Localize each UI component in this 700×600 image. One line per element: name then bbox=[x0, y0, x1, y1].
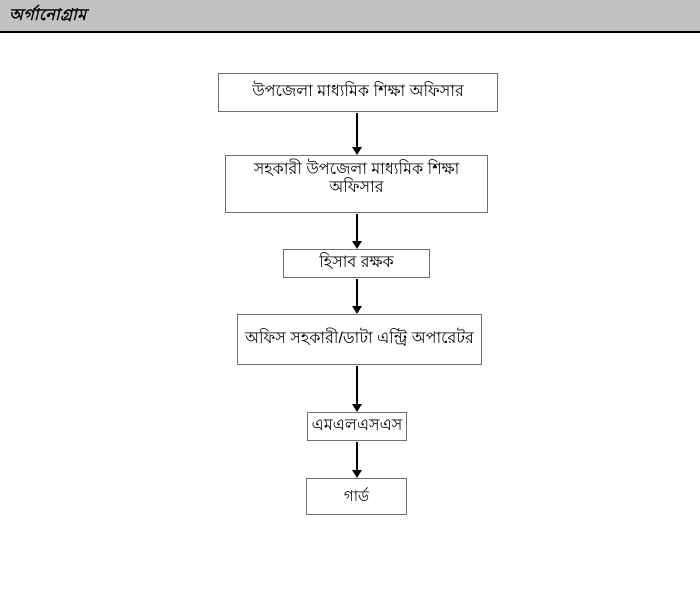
org-node-assistant-upazila-secondary-education-officer: সহকারী উপজেলা মাধ্যমিক শিক্ষা অফিসার bbox=[225, 155, 488, 213]
arrow-line bbox=[356, 214, 358, 241]
page-title: অর্গানোগ্রাম bbox=[9, 7, 87, 24]
org-node-label: সহকারী উপজেলা মাধ্যমিক শিক্ষা অফিসার bbox=[253, 160, 460, 196]
org-node-label: এমএলএসএস bbox=[311, 417, 403, 435]
org-node-office-assistant-data-entry-operator: অফিস সহকারী/ডাটা এন্ট্রি অপারেটর bbox=[237, 314, 482, 365]
arrow-line bbox=[356, 366, 358, 404]
org-node-mlss: এমএলএসএস bbox=[307, 412, 407, 441]
org-node-label: গার্ড bbox=[343, 487, 370, 505]
arrow-head-icon bbox=[352, 404, 362, 412]
down-arrow bbox=[352, 113, 362, 155]
arrow-line bbox=[356, 113, 358, 147]
arrow-head-icon bbox=[352, 306, 362, 314]
down-arrow bbox=[352, 366, 362, 412]
arrow-head-icon bbox=[352, 470, 362, 478]
org-node-label: অফিস সহকারী/ডাটা এন্ট্রি অপারেটর bbox=[245, 330, 474, 348]
header-bar: অর্গানোগ্রাম bbox=[0, 0, 700, 33]
org-node-label: উপজেলা মাধ্যমিক শিক্ষা অফিসার bbox=[252, 83, 464, 101]
arrow-line bbox=[356, 442, 358, 470]
arrow-head-icon bbox=[352, 241, 362, 249]
down-arrow bbox=[352, 214, 362, 249]
arrow-line bbox=[356, 279, 358, 306]
down-arrow bbox=[352, 279, 362, 314]
org-node-label: হিসাব রক্ষক bbox=[319, 254, 394, 272]
arrow-head-icon bbox=[352, 147, 362, 155]
org-node-guard: গার্ড bbox=[306, 478, 407, 515]
down-arrow bbox=[352, 442, 362, 478]
org-node-upazila-secondary-education-officer: উপজেলা মাধ্যমিক শিক্ষা অফিসার bbox=[218, 73, 498, 112]
org-node-accountant: হিসাব রক্ষক bbox=[283, 249, 430, 278]
